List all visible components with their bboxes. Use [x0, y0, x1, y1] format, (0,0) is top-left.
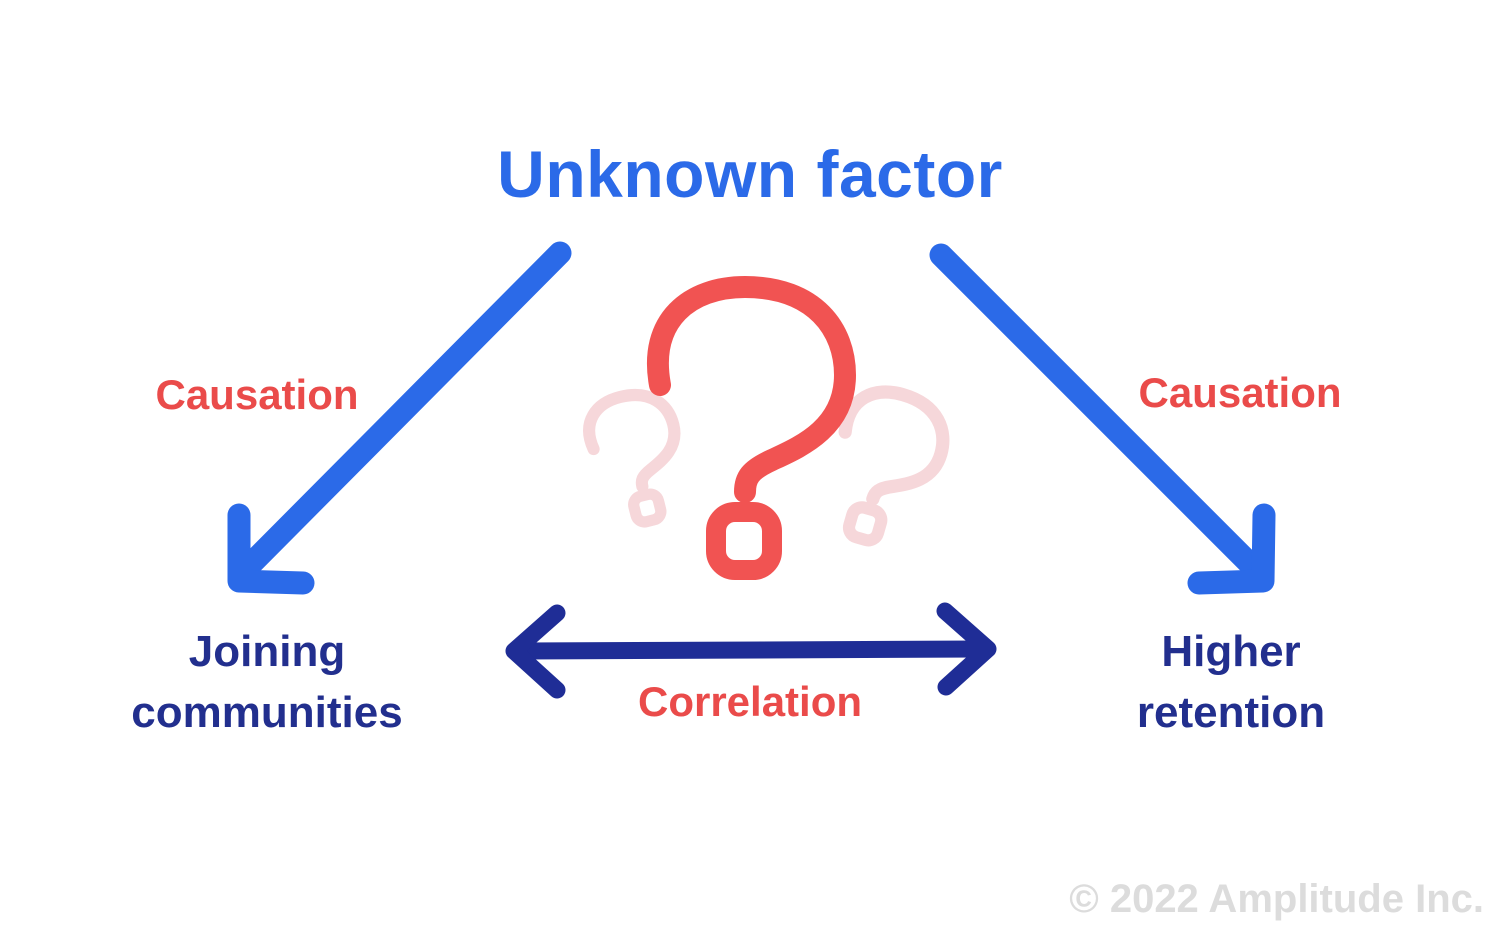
- question-mark-pink-right-icon: [838, 385, 950, 547]
- causation-arrow-left-head: [227, 503, 315, 595]
- node-joining-communities: Joining communities: [131, 627, 403, 737]
- causation-arrow-right: [929, 243, 1276, 595]
- question-mark-pink-left-icon: [583, 389, 681, 528]
- node-higher-retention: Higher retention: [1136, 627, 1326, 737]
- causation-arrow-left: [227, 241, 572, 595]
- correlation-label: Correlation: [637, 678, 863, 725]
- causation-arrow-right-head: [1187, 503, 1276, 595]
- causation-label-right: Causation: [1138, 369, 1342, 416]
- correlation-arrow-shaft: [513, 640, 990, 660]
- copyright-text: © 2022 Amplitude Inc.: [1069, 877, 1484, 921]
- causation-arrow-right-shaft: [929, 243, 1265, 579]
- correlation-arrow-head-right: [936, 602, 997, 696]
- correlation-arrow-head-left: [505, 604, 566, 699]
- causation-arrow-left-shaft: [238, 241, 572, 577]
- question-mark-red-icon: [647, 275, 857, 580]
- question-marks-icon: [583, 275, 950, 580]
- diagram-title: Unknown factor: [497, 137, 1003, 211]
- correlation-arrow: [505, 602, 997, 699]
- causation-label-left: Causation: [155, 371, 359, 418]
